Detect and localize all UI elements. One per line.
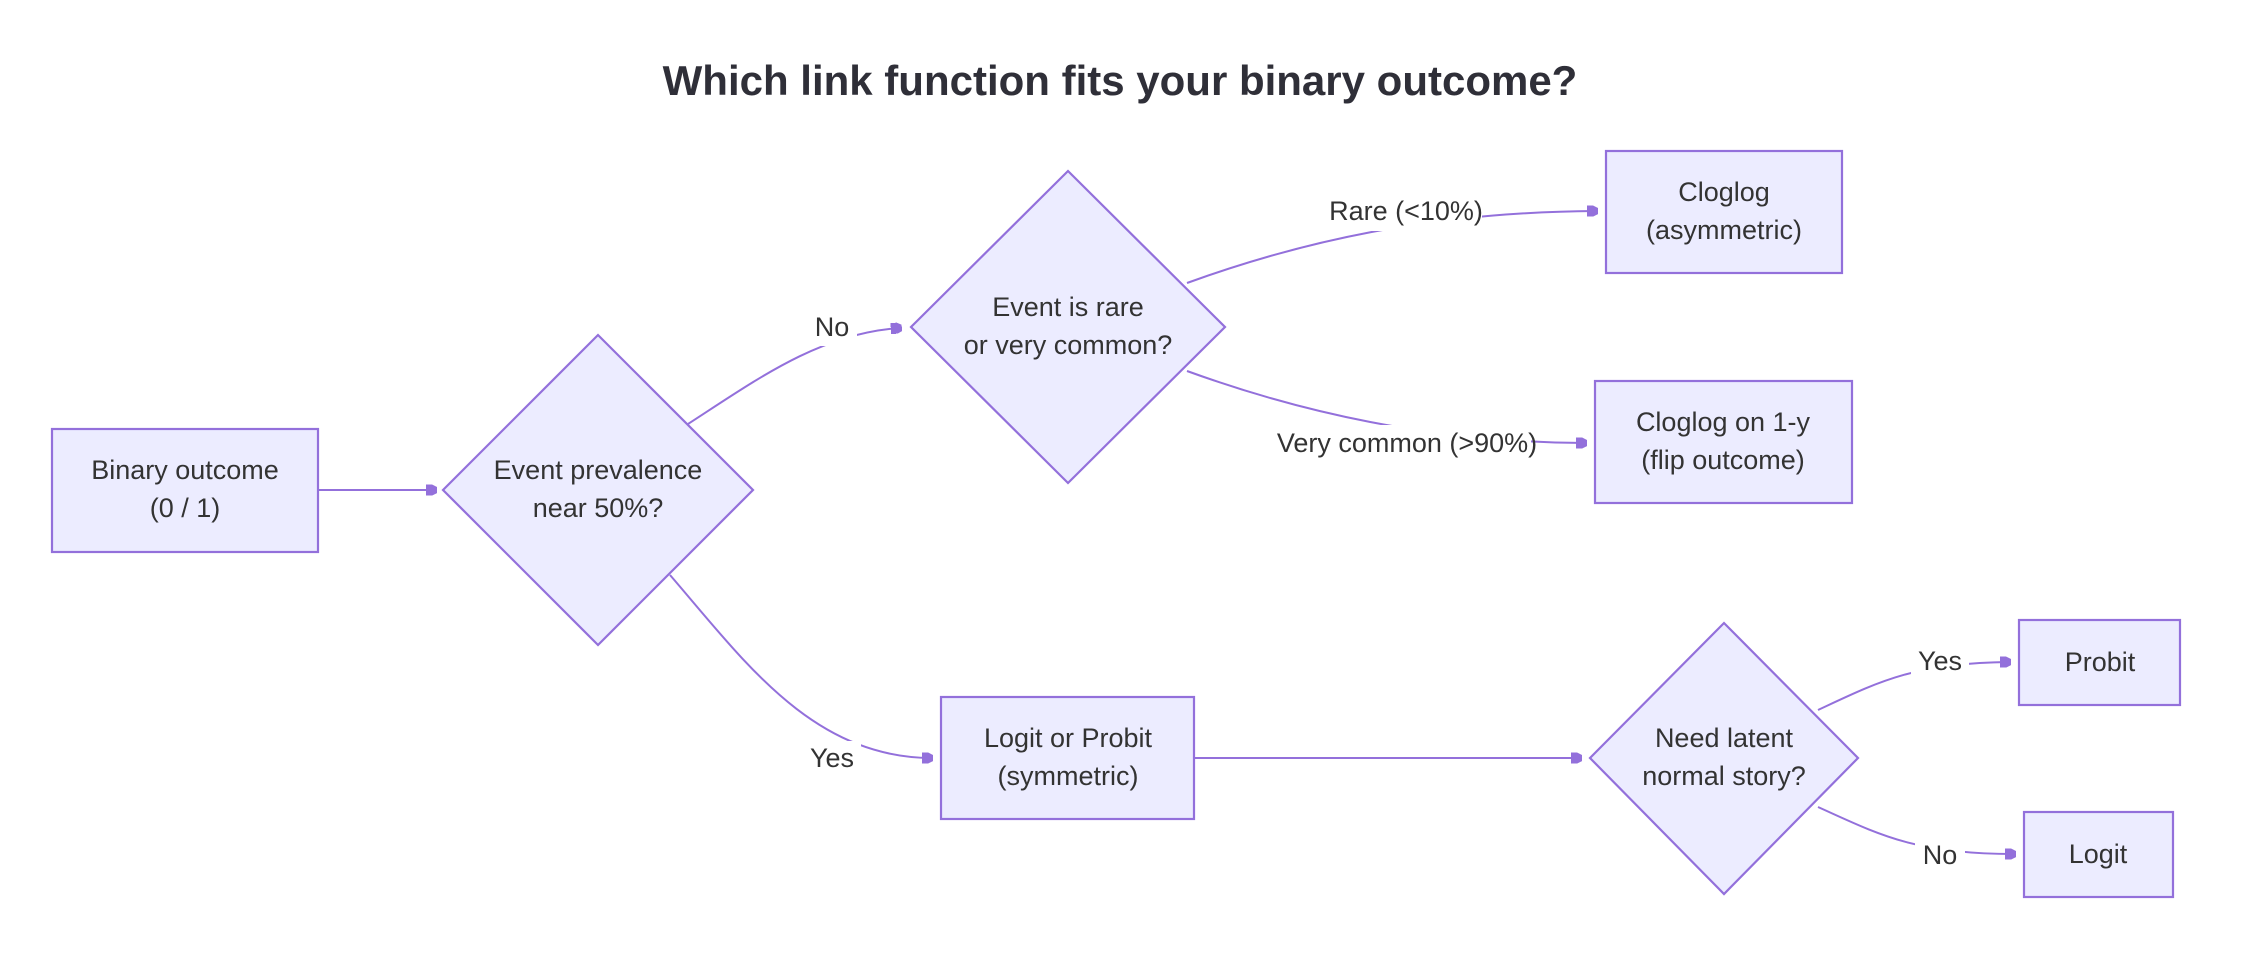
edge-label-no-1: No [807,310,857,346]
svg-text:No: No [815,312,850,342]
edge-label-very-common: Very common (>90%) [1277,425,1537,463]
node-event-prevalence: Event prevalence near 50%? [441,333,755,647]
node-latent-line2: normal story? [1642,761,1806,791]
node-event-prevalence-line2: near 50%? [533,493,664,523]
node-cloglog-flip-line2: (flip outcome) [1641,445,1805,475]
node-event-rare-line2: or very common? [964,330,1173,360]
edge-label-rare: Rare (<10%) [1329,194,1483,231]
node-event-rare-line1: Event is rare [992,292,1144,322]
edge-latent-no [1817,806,2014,854]
node-cloglog-flip-line1: Cloglog on 1-y [1636,407,1811,437]
node-binary-outcome-line1: Binary outcome [91,455,279,485]
node-logit-label: Logit [2069,839,2128,869]
node-need-latent-normal: Need latent normal story? [1588,621,1860,896]
svg-text:Rare (<10%): Rare (<10%) [1329,196,1483,226]
svg-text:Very common (>90%): Very common (>90%) [1277,428,1537,458]
edge-label-yes-1: Yes [804,741,861,777]
node-binary-outcome: Binary outcome (0 / 1) [50,427,320,554]
node-probit-label: Probit [2065,647,2136,677]
diagram-title: Which link function fits your binary out… [663,57,1578,104]
node-probit: Probit [2017,618,2182,707]
edge-prevalence-no [687,328,900,425]
node-logit-or-probit: Logit or Probit (symmetric) [939,695,1196,821]
node-binary-outcome-line2: (0 / 1) [150,493,221,523]
node-event-rare-or-common: Event is rare or very common? [909,169,1227,485]
node-cloglog-line1: Cloglog [1678,177,1770,207]
edges [318,211,2014,854]
edge-latent-yes [1817,662,2009,711]
node-event-prevalence-line1: Event prevalence [494,455,703,485]
edge-label-yes-2: Yes [1911,644,1969,680]
svg-text:Yes: Yes [1918,646,1962,676]
svg-text:Yes: Yes [810,743,854,773]
edge-rare [1186,211,1596,284]
edge-labels: No Rare (<10%) Very common (>90%) Yes Ye… [804,194,1969,874]
node-logit: Logit [2022,810,2175,899]
node-logit-or-probit-line1: Logit or Probit [984,723,1153,753]
node-cloglog: Cloglog (asymmetric) [1604,149,1844,275]
node-cloglog-flip: Cloglog on 1-y (flip outcome) [1593,379,1854,505]
node-cloglog-line2: (asymmetric) [1646,215,1802,245]
node-latent-line1: Need latent [1655,723,1794,753]
svg-text:No: No [1923,840,1958,870]
node-logit-or-probit-line2: (symmetric) [998,761,1139,791]
edge-label-no-2: No [1915,838,1965,874]
edge-prevalence-yes [669,574,931,758]
